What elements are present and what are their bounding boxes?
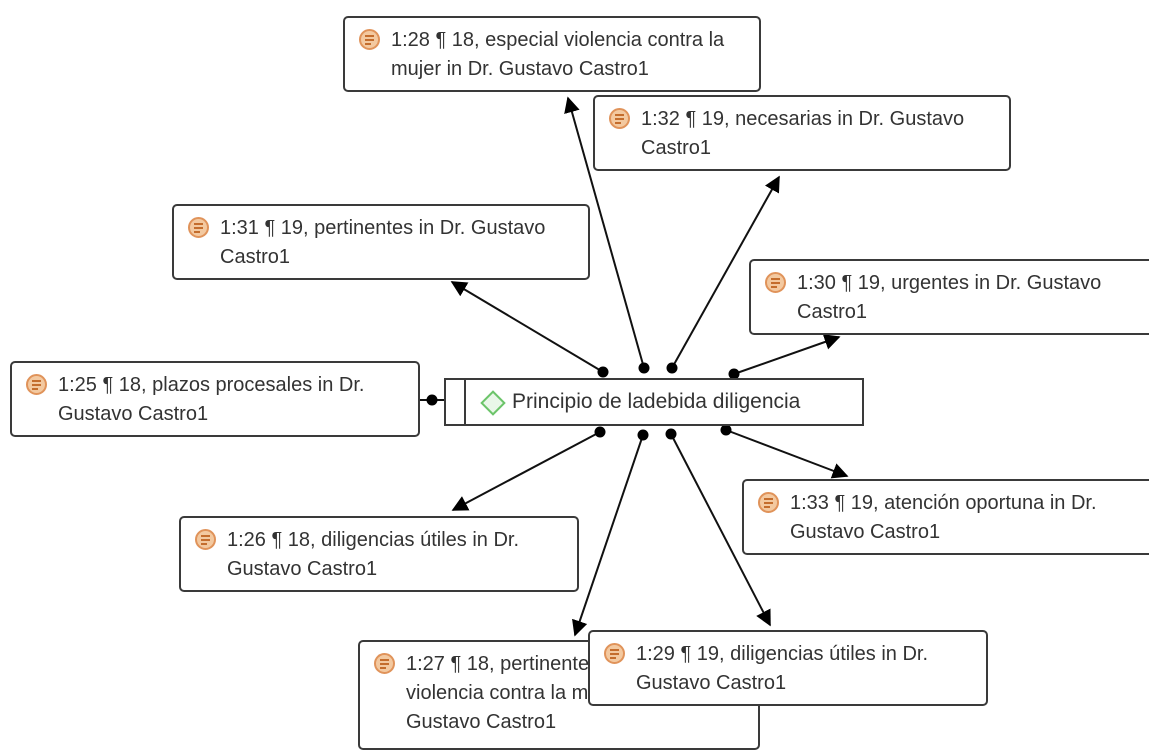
quotation-label: 1:26 ¶ 18, diligencias útiles in Dr. Gus… bbox=[227, 529, 520, 580]
link-anchor-dot bbox=[666, 362, 678, 374]
link-q-1-28[interactable] bbox=[564, 96, 645, 369]
quotation-label: 1:30 ¶ 19, urgentes in Dr. Gustavo Castr… bbox=[797, 272, 1102, 323]
quotation-icon bbox=[765, 272, 786, 293]
link-anchor-dot bbox=[720, 424, 732, 436]
quotation-icon bbox=[604, 643, 625, 664]
link-q-1-29[interactable] bbox=[670, 433, 771, 627]
link-q-1-32[interactable] bbox=[671, 175, 780, 369]
link-q-1-31[interactable] bbox=[450, 281, 604, 373]
quotation-node-1-29[interactable]: 1:29 ¶ 19, diligencias útiles in Dr. Gus… bbox=[588, 630, 988, 706]
link-q-1-27[interactable] bbox=[572, 434, 644, 637]
quotation-label: 1:31 ¶ 19, pertinentes in Dr. Gustavo Ca… bbox=[220, 217, 546, 268]
quotation-icon bbox=[758, 492, 779, 513]
quotation-node-1-25[interactable]: 1:25 ¶ 18, plazos procesales in Dr. Gust… bbox=[10, 361, 420, 437]
quotation-icon bbox=[359, 29, 380, 50]
quotation-label: 1:29 ¶ 19, diligencias útiles in Dr. Gus… bbox=[636, 643, 929, 694]
link-anchor-dot bbox=[426, 394, 438, 406]
quotation-label: 1:25 ¶ 18, plazos procesales in Dr. Gust… bbox=[58, 374, 365, 425]
quotation-node-1-28[interactable]: 1:28 ¶ 18, especial violencia contra la … bbox=[343, 16, 761, 92]
quotation-label: 1:28 ¶ 18, especial violencia contra la … bbox=[391, 29, 725, 80]
quotation-icon bbox=[195, 529, 216, 550]
link-anchor-dot bbox=[597, 366, 609, 378]
link-anchor-dot bbox=[638, 362, 650, 374]
diamond-code-icon bbox=[480, 390, 506, 416]
quotation-label: 1:32 ¶ 19, necesarias in Dr. Gustavo Cas… bbox=[641, 108, 965, 159]
link-anchor-dot bbox=[637, 429, 649, 441]
quotation-icon bbox=[609, 108, 630, 129]
quotation-node-1-26[interactable]: 1:26 ¶ 18, diligencias útiles in Dr. Gus… bbox=[179, 516, 579, 592]
quotation-label: 1:33 ¶ 19, atención oportuna in Dr. Gust… bbox=[790, 492, 1097, 543]
quotation-node-1-30[interactable]: 1:30 ¶ 19, urgentes in Dr. Gustavo Castr… bbox=[749, 259, 1149, 335]
link-anchor-dot bbox=[594, 426, 606, 438]
link-q-1-30[interactable] bbox=[733, 334, 841, 375]
link-anchor-dot bbox=[728, 368, 740, 380]
link-q-1-33[interactable] bbox=[725, 429, 849, 479]
link-anchor-dot bbox=[665, 428, 677, 440]
quotation-node-1-33[interactable]: 1:33 ¶ 19, atención oportuna in Dr. Gust… bbox=[742, 479, 1149, 555]
code-node-divider bbox=[464, 380, 466, 424]
link-q-1-26[interactable] bbox=[451, 431, 601, 511]
code-node[interactable]: Principio de ladebida diligencia bbox=[444, 378, 864, 426]
quotation-icon bbox=[188, 217, 209, 238]
quotation-icon bbox=[374, 653, 395, 674]
quotation-node-1-31[interactable]: 1:31 ¶ 19, pertinentes in Dr. Gustavo Ca… bbox=[172, 204, 590, 280]
code-label: Principio de ladebida diligencia bbox=[512, 390, 801, 413]
quotation-icon bbox=[26, 374, 47, 395]
quotation-node-1-32[interactable]: 1:32 ¶ 19, necesarias in Dr. Gustavo Cas… bbox=[593, 95, 1011, 171]
